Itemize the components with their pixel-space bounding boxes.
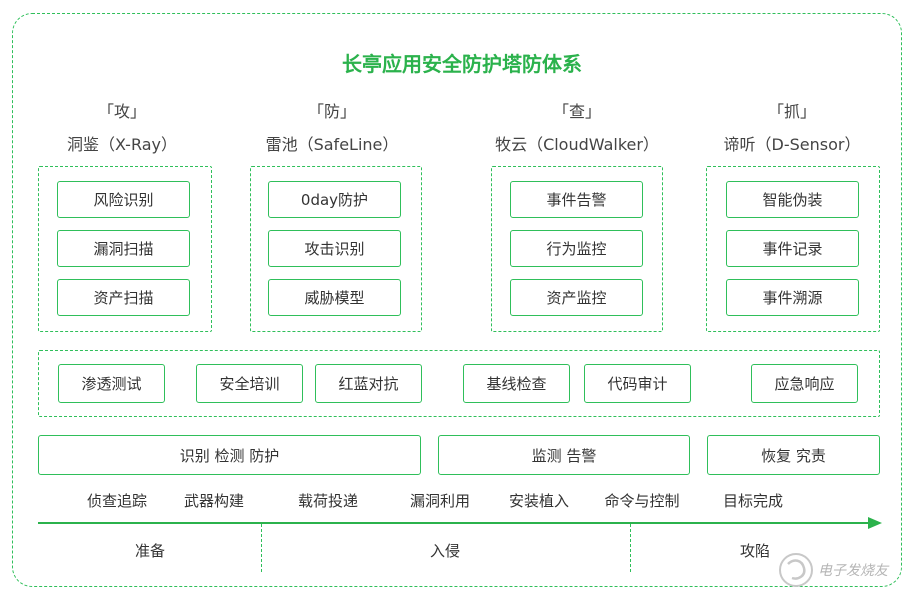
item-threat-model: 威胁模型 [268, 279, 401, 316]
stage-actions-on-objectives: 目标完成 [722, 492, 783, 510]
stage-weaponization: 武器构建 [183, 492, 244, 510]
service-red-blue-exercise: 红蓝对抗 [315, 364, 422, 403]
services-group [38, 350, 880, 417]
stage-command-control: 命令与控制 [604, 492, 680, 510]
phase-compromise: 攻陷 [739, 542, 770, 560]
capability-monitor-alert: 监测 告警 [438, 435, 690, 475]
phase-intrusion: 入侵 [429, 542, 460, 560]
watermark-logo-icon [779, 553, 813, 587]
phase-divider-1 [261, 524, 262, 572]
group-inspect [491, 166, 663, 332]
group-capture [706, 166, 880, 332]
watermark: 电子发烧友 [776, 548, 916, 596]
phase-divider-2 [630, 524, 631, 572]
service-code-audit: 代码审计 [584, 364, 691, 403]
item-behavior-monitoring: 行为监控 [510, 230, 643, 267]
column-1-bracket: 「攻」 [97, 102, 146, 121]
stage-exploitation: 漏洞利用 [409, 492, 470, 510]
stage-reconnaissance: 侦查追踪 [86, 492, 147, 510]
item-vulnerability-scan: 漏洞扫描 [57, 230, 190, 267]
service-penetration-test: 渗透测试 [58, 364, 165, 403]
item-0day-protection: 0day防护 [268, 181, 401, 218]
column-3-bracket: 「查」 [552, 102, 601, 121]
phase-preparation: 准备 [134, 542, 165, 560]
outer-frame [12, 13, 902, 587]
column-2-bracket: 「防」 [307, 102, 356, 121]
column-1-name: 洞鉴（X-Ray） [67, 135, 177, 154]
item-smart-disguise: 智能伪装 [726, 181, 859, 218]
column-3-name: 牧云（CloudWalker） [495, 135, 659, 154]
watermark-text: 电子发烧友 [818, 563, 888, 579]
group-defense [250, 166, 422, 332]
item-attack-identification: 攻击识别 [268, 230, 401, 267]
capability-identify-detect-protect: 识别 检测 防护 [38, 435, 421, 475]
item-asset-scan: 资产扫描 [57, 279, 190, 316]
column-4-name: 谛听（D-Sensor） [723, 135, 861, 154]
stage-delivery: 载荷投递 [297, 492, 358, 510]
capability-recover-accountability: 恢复 究责 [707, 435, 880, 475]
item-event-alert: 事件告警 [510, 181, 643, 218]
column-4-bracket: 「抓」 [767, 102, 816, 121]
item-event-record: 事件记录 [726, 230, 859, 267]
stage-installation: 安装植入 [508, 492, 569, 510]
timeline-arrow [38, 517, 882, 529]
group-attack [38, 166, 212, 332]
service-baseline-check: 基线检查 [463, 364, 570, 403]
item-event-tracing: 事件溯源 [726, 279, 859, 316]
service-security-training: 安全培训 [196, 364, 303, 403]
service-emergency-response: 应急响应 [751, 364, 858, 403]
item-risk-identification: 风险识别 [57, 181, 190, 218]
column-2-name: 雷池（SafeLine） [265, 135, 399, 154]
item-asset-monitoring: 资产监控 [510, 279, 643, 316]
diagram-title: 长亭应用安全防护塔防体系 [342, 52, 582, 76]
